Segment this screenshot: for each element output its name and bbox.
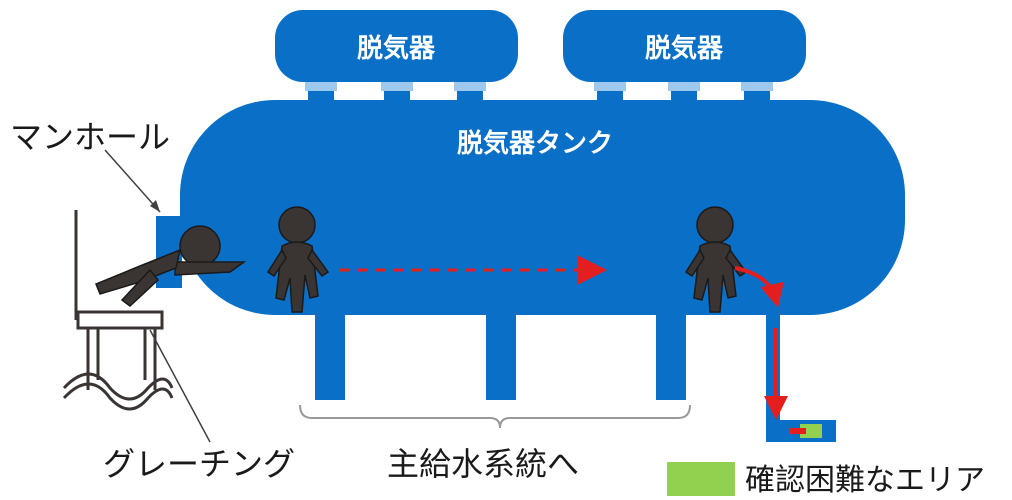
tank-leg bbox=[656, 300, 686, 400]
legend-swatch bbox=[667, 462, 735, 496]
deaerator-left-body bbox=[275, 10, 518, 82]
manhole-label: マンホール bbox=[10, 118, 170, 156]
tank-leg bbox=[315, 300, 345, 400]
legend-label: 確認困難なエリア bbox=[745, 463, 985, 498]
tank-leg bbox=[486, 300, 516, 400]
grating-label: グレーチング bbox=[103, 445, 295, 483]
tank-label: 脱気器タンク bbox=[457, 128, 613, 159]
person-entering-manhole bbox=[95, 225, 247, 307]
manhole-leader-head bbox=[150, 200, 160, 212]
tank-legs bbox=[315, 300, 686, 400]
hard-to-inspect-area bbox=[800, 424, 822, 438]
manhole-leader bbox=[104, 149, 161, 213]
deaerator-right: 脱気器 bbox=[563, 10, 806, 82]
legend: 確認困難なエリア bbox=[667, 462, 985, 498]
grating-leader bbox=[149, 329, 211, 443]
grating-structure bbox=[62, 210, 174, 411]
person-inside-left bbox=[266, 206, 330, 313]
main-feedwater-bracket bbox=[299, 404, 691, 429]
deaerator-right-label: 脱気器 bbox=[645, 33, 724, 64]
main-feedwater-label: 主給水系統へ bbox=[387, 445, 579, 483]
deaerator-left-label: 脱気器 bbox=[357, 33, 436, 64]
deaerator-left: 脱気器 bbox=[275, 10, 518, 82]
drain-arrow-end bbox=[790, 428, 806, 434]
curve-arrow bbox=[734, 266, 784, 308]
deaerator-right-body bbox=[563, 10, 806, 82]
